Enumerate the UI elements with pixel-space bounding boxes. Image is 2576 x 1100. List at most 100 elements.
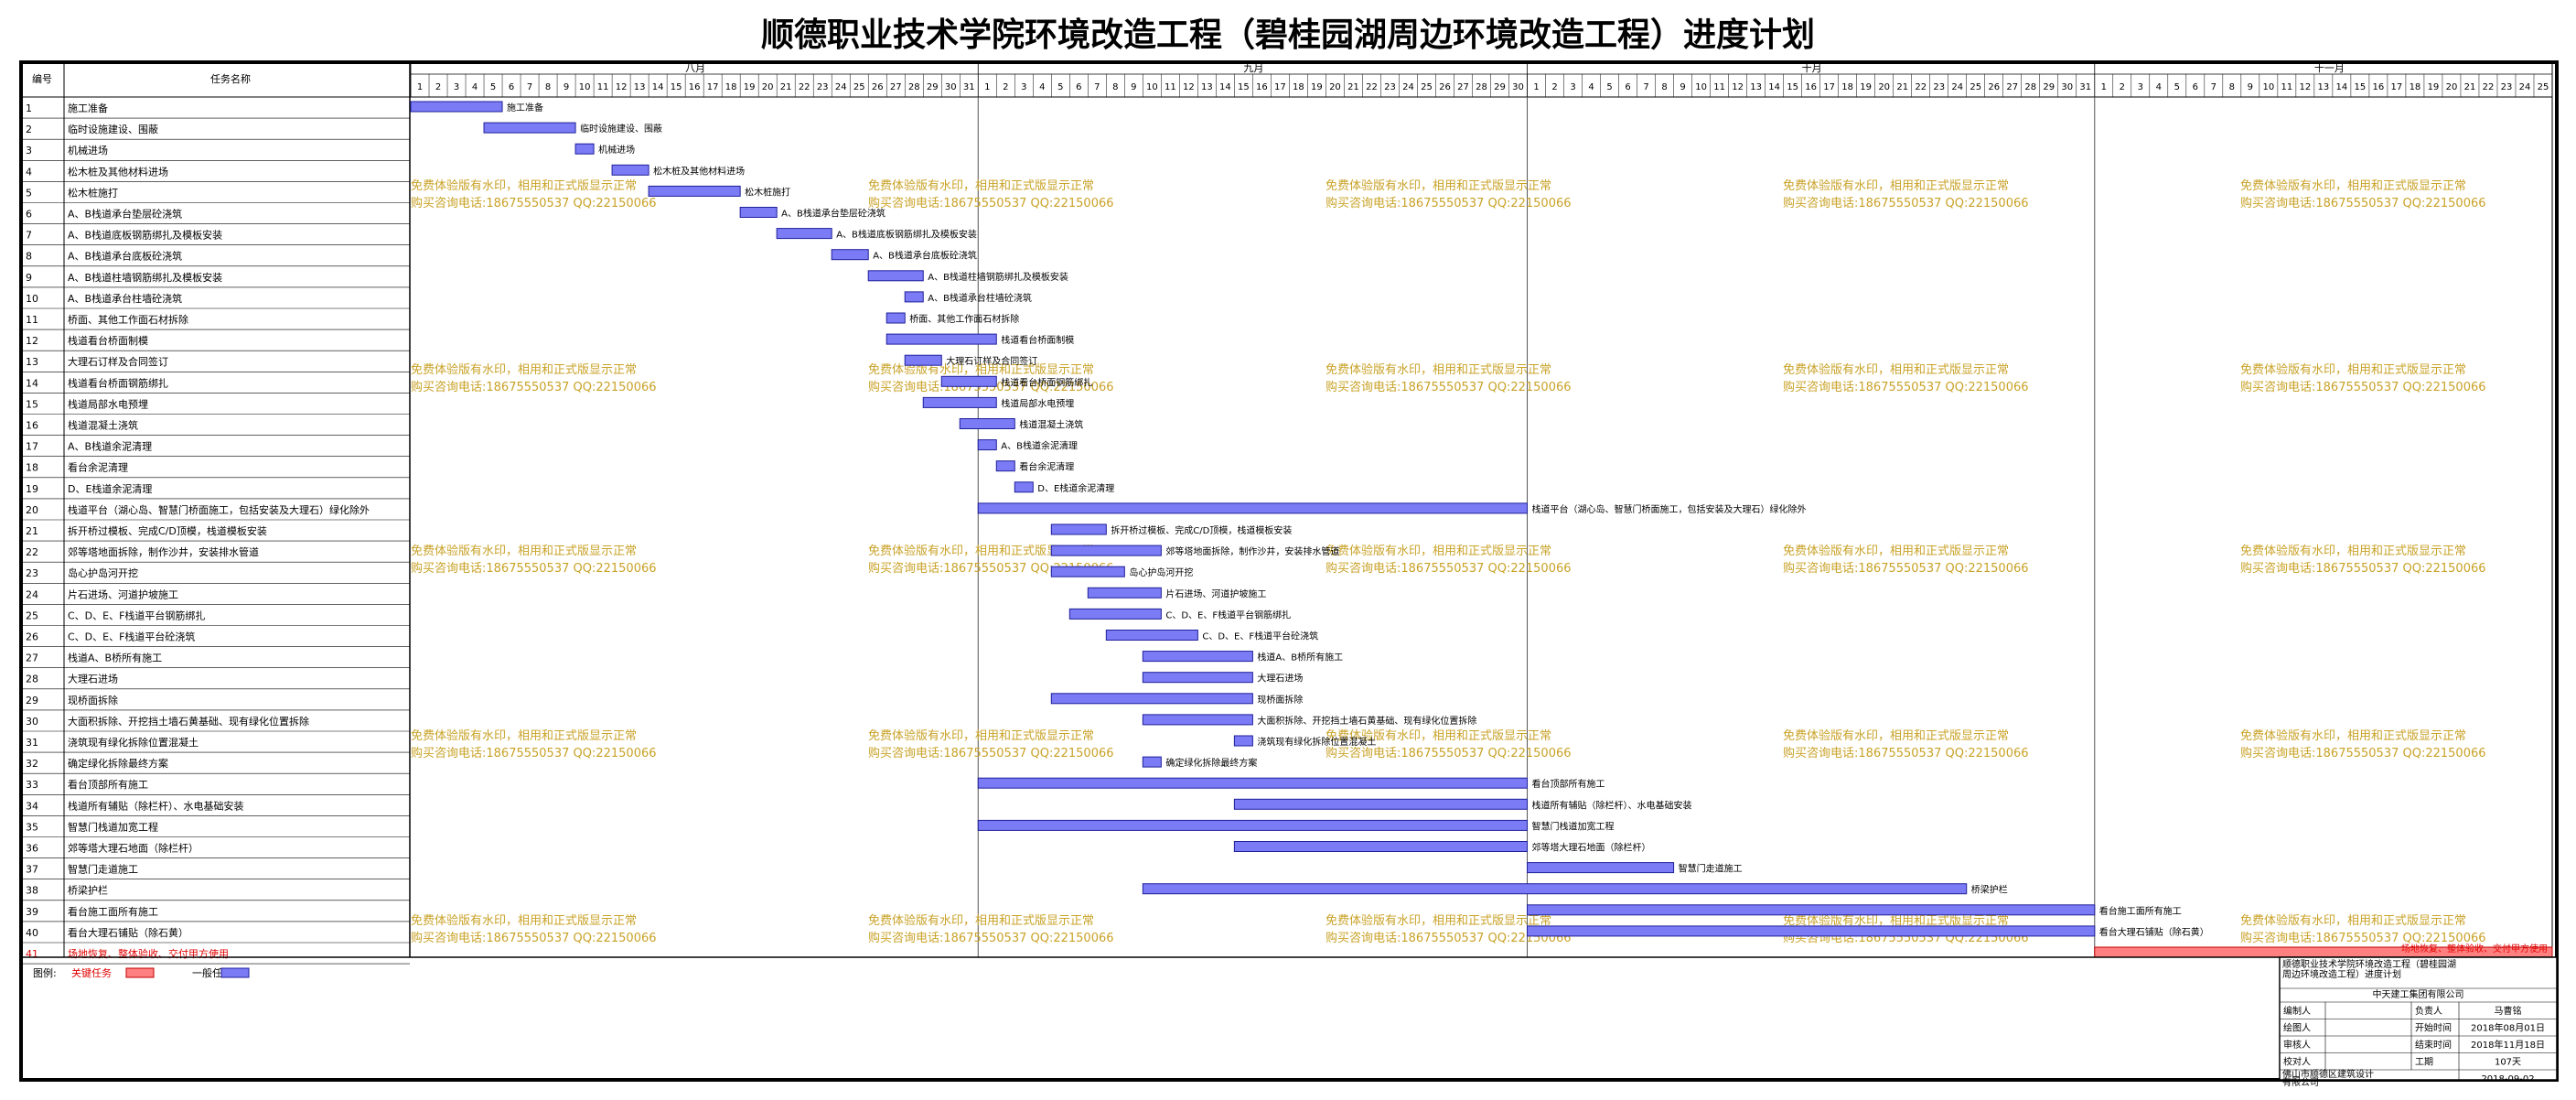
task-bar-label: 岛心护岛河开挖 [1129, 566, 1193, 578]
task-bar [1068, 608, 1162, 620]
day-label: 29 [1494, 82, 1506, 92]
day-label: 13 [1750, 82, 1762, 92]
task-id: 31 [26, 737, 38, 749]
task-bar-label: 看台大理石铺贴（除石黄） [2099, 926, 2209, 938]
watermark-line: 免费体验版有水印，相用和正式版显示正常 [1326, 913, 1551, 928]
day-label: 10 [1695, 82, 1707, 92]
info-project-name: 顺德职业技术学院环境改造工程（碧桂园湖 [2282, 958, 2456, 970]
task-name: A、B栈道余泥清理 [68, 440, 152, 453]
legend-critical-label: 关键任务 [71, 966, 112, 979]
day-label: 13 [2318, 82, 2330, 92]
task-bar [886, 312, 906, 324]
task-bar-label: A、B栈道承台垫层砼浇筑 [781, 208, 886, 220]
task-bar [1527, 925, 2096, 937]
header-task-name: 任务名称 [210, 72, 251, 85]
task-bar-label: 确定绿化拆除最终方案 [1165, 757, 1257, 769]
watermark-line: 购买咨询电话:18675550537 QQ:22150066 [2240, 196, 2486, 210]
watermark-line: 购买咨询电话:18675550537 QQ:22150066 [411, 931, 657, 945]
task-name: C、D、E、F栈道平台砼浇筑 [68, 631, 195, 643]
header-id: 编号 [32, 72, 52, 85]
day-label: 14 [652, 82, 664, 92]
day-label: 2 [435, 82, 441, 92]
day-label: 8 [2229, 82, 2235, 92]
day-label: 26 [872, 82, 884, 92]
task-bar-label: 栈道所有辅贴（除栏杆）、水电基础安装 [1532, 799, 1692, 811]
task-name: 拆开桥过模板、完成C/D顶模，栈道模板安装 [68, 524, 267, 537]
task-id: 11 [26, 314, 38, 326]
day-label: 6 [2193, 82, 2198, 92]
info-cell: 绘图人 [2283, 1022, 2311, 1034]
day-label: 12 [1732, 82, 1744, 92]
day-label: 16 [2373, 82, 2385, 92]
day-label: 15 [671, 82, 682, 92]
task-bar-label: 栈道局部水电预埋 [1001, 397, 1074, 409]
day-label: 25 [1970, 82, 1981, 92]
task-id: 24 [26, 588, 38, 600]
month-label: 十一月 [2314, 61, 2345, 74]
day-label: 30 [2061, 82, 2073, 92]
task-name: 桥面、其他工作面石材拆除 [68, 313, 188, 326]
task-name: 智慧门走道施工 [68, 863, 138, 876]
task-id: 9 [26, 272, 32, 284]
task-bar [483, 122, 576, 134]
day-label: 6 [509, 82, 514, 92]
task-bar [977, 502, 1529, 514]
day-label: 19 [1860, 82, 1872, 92]
day-label: 9 [564, 82, 569, 92]
task-name: 片石进场、河道护坡施工 [68, 588, 178, 600]
task-name: 机械进场 [68, 144, 108, 156]
task-name: 施工准备 [68, 102, 108, 114]
task-name: 栈道A、B桥所有施工 [68, 652, 162, 664]
task-bar [410, 101, 503, 113]
task-id: 34 [26, 800, 38, 812]
task-name: 栈道平台（湖心岛、智慧门桥面施工，包括安装及大理石）绿化除外 [68, 503, 370, 516]
day-label: 7 [1643, 82, 1648, 92]
task-id: 16 [26, 420, 38, 432]
task-name: D、E栈道余泥清理 [68, 482, 152, 495]
day-label: 24 [1951, 82, 1963, 92]
day-label: 5 [1057, 82, 1063, 92]
day-label: 7 [1094, 82, 1100, 92]
watermark-line: 购买咨询电话:18675550537 QQ:22150066 [2240, 380, 2486, 394]
task-name: 栈道混凝土浇筑 [68, 419, 138, 432]
watermark-line: 购买咨询电话:18675550537 QQ:22150066 [2240, 746, 2486, 760]
day-label: 16 [1256, 82, 1268, 92]
task-id: 12 [26, 335, 38, 347]
task-bar [1142, 756, 1162, 768]
watermark-line: 免费体验版有水印，相用和正式版显示正常 [2240, 913, 2466, 928]
watermark-line: 免费体验版有水印，相用和正式版显示正常 [1326, 178, 1551, 193]
task-name: 松木桩及其他材料进场 [68, 165, 168, 178]
day-label: 20 [2446, 82, 2458, 92]
task-bar-label: 郊等塔地面拆除，制作沙井，安装排水管道 [1165, 545, 1339, 557]
task-name: 大理石订样及合同签订 [68, 355, 168, 368]
page-title: 顺德职业技术学院环境改造工程（碧桂园湖周边环境改造工程）进度计划 [760, 16, 1815, 54]
task-name: 浇筑现有绿化拆除位置混凝土 [68, 736, 199, 749]
legend-label: 图例: [33, 966, 57, 979]
day-label: 2 [1003, 82, 1008, 92]
task-bar-label: A、B栈道柱墙钢筋绑扎及模板安装 [928, 271, 1068, 283]
task-bar [904, 291, 924, 303]
day-label: 16 [1805, 82, 1817, 92]
watermark-line: 购买咨询电话:18675550537 QQ:22150066 [2240, 561, 2486, 576]
watermark-line: 购买咨询电话:18675550537 QQ:22150066 [1783, 561, 2029, 576]
task-name: 岛心护岛河开挖 [68, 566, 138, 579]
month-label: 八月 [685, 62, 705, 74]
day-label: 5 [1606, 82, 1612, 92]
info-company: 中天建工集团有限公司 [2373, 988, 2464, 1000]
watermark-line: 免费体验版有水印，相用和正式版显示正常 [868, 178, 1094, 193]
task-bar [904, 354, 942, 366]
day-label: 19 [2428, 82, 2440, 92]
task-bar [831, 249, 869, 261]
watermark-line: 购买咨询电话:18675550537 QQ:22150066 [411, 746, 657, 760]
day-label: 25 [2538, 82, 2549, 92]
task-name: A、B栈道底板钢筋绑扎及模板安装 [68, 229, 222, 242]
task-id: 18 [26, 462, 38, 474]
day-label: 15 [1787, 82, 1798, 92]
task-id: 30 [26, 716, 38, 728]
info-cell: 负责人 [2415, 1005, 2442, 1017]
day-label: 14 [1219, 82, 1231, 92]
watermark-line: 免费体验版有水印，相用和正式版显示正常 [1783, 178, 2009, 193]
task-bar-label: C、D、E、F栈道平台砼浇筑 [1202, 631, 1318, 642]
task-bar [1233, 841, 1529, 852]
